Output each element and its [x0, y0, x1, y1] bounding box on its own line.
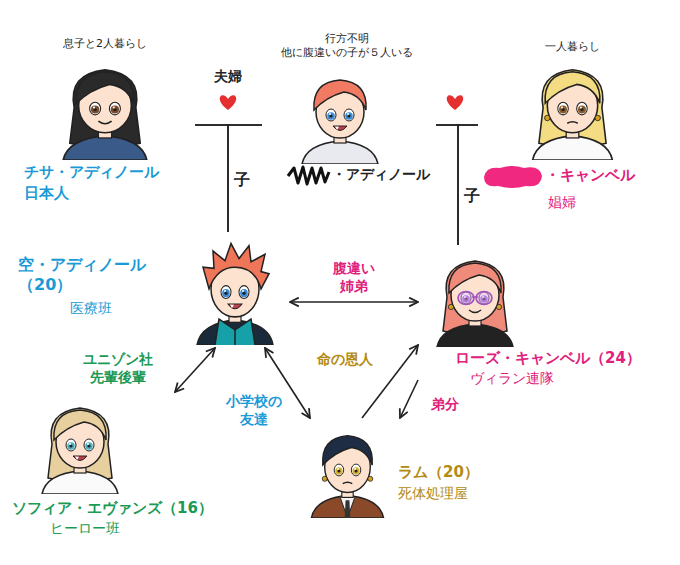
character-text: 空・アディノール（20） — [18, 255, 178, 295]
family-line — [228, 125, 262, 232]
pink-blot — [484, 166, 542, 188]
character-node: 空・アディノール（20） 医療班 — [12, 232, 290, 348]
character-text: 一人暮らし — [520, 40, 625, 54]
relation-arrow — [290, 301, 418, 303]
character-node: 行方不明 他に腹違いの子が５人いる・アディノール — [262, 30, 436, 190]
character-text: ラム（20） — [398, 463, 479, 482]
relation-label: 夫婦 — [212, 67, 244, 87]
family-line — [436, 125, 458, 245]
character-note: 死体処理屋 — [398, 485, 468, 503]
character-note: ・アディノール — [332, 166, 430, 184]
character-note: ・キャンベル — [545, 166, 635, 185]
relation-label: 弟分 — [429, 395, 461, 415]
heart-symbol — [447, 95, 463, 110]
character-node: 一人暮らし・キャンベル娼婦 — [478, 38, 665, 223]
character-text: 息子と2人暮らし — [50, 37, 160, 51]
character-face — [185, 237, 285, 345]
character-note: 日本人 — [24, 184, 69, 203]
child-mark: 子 — [232, 170, 252, 191]
relation-label: 小学校の 友達 — [224, 392, 284, 429]
character-face — [30, 394, 130, 494]
character-note: チサ・アディノール — [24, 163, 159, 182]
character-note: 娼婦 — [548, 194, 576, 212]
character-node: ローズ・キャンベル（24） ヴィラン連隊 — [418, 245, 672, 392]
character-note: 医療班 — [70, 300, 112, 318]
character-face — [520, 55, 625, 160]
relation-label: 腹違い 姉弟 — [331, 259, 377, 296]
scribble-mark — [288, 167, 329, 184]
character-text: 行方不明 他に腹違いの子が５人いる — [262, 32, 432, 60]
relation-arrow — [175, 348, 215, 392]
character-text: ローズ・キャンベル（24） — [455, 349, 641, 368]
child-mark: 子 — [462, 186, 482, 207]
family-line — [195, 125, 228, 232]
character-face — [300, 420, 395, 518]
character-note: ヴィラン連隊 — [470, 370, 554, 388]
relation-label: ユニゾン社 先輩後輩 — [81, 350, 155, 387]
character-node: 息子と2人暮らしチサ・アディノール日本人 — [20, 35, 195, 207]
relation-label: 命の恩人 — [315, 350, 375, 370]
character-text: ソフィア・エヴァンズ（16） — [12, 499, 213, 518]
character-node: ラム（20） 死体処理屋 — [298, 418, 495, 520]
heart-symbol — [220, 95, 236, 110]
relation-arrow — [400, 380, 418, 418]
character-face — [425, 247, 525, 347]
character-note: ヒーロー班 — [50, 520, 120, 538]
character-face — [50, 55, 160, 160]
character-node: ソフィア・エヴァンズ（16） ヒーロー班 — [8, 392, 218, 542]
character-face — [290, 64, 390, 164]
